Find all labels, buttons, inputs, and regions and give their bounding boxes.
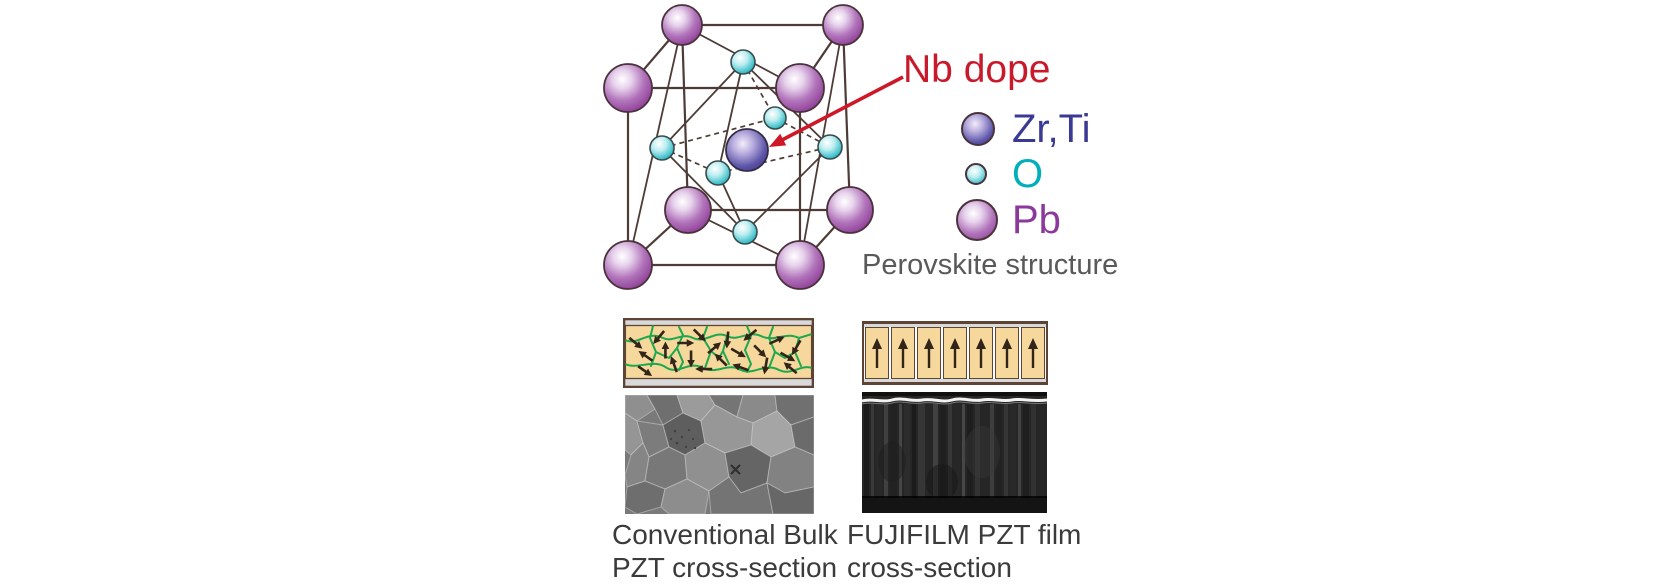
sem-crack — [730, 464, 741, 475]
columnar-grains — [864, 327, 1046, 379]
o-atom — [817, 134, 843, 160]
legend-zrti-label: Zr,Ti — [1012, 107, 1091, 151]
pb-atom — [826, 186, 874, 234]
bulk-caption-line1: Conventional Bulk — [612, 519, 838, 550]
legend-pb-label: Pb — [1012, 198, 1061, 242]
pb-atom — [661, 4, 703, 46]
top-electrode-strip — [864, 324, 1046, 327]
bulk-caption: Conventional Bulk PZT cross-section — [612, 518, 838, 584]
legend-o-label: O — [1012, 152, 1044, 196]
up-arrow-icon — [1028, 338, 1038, 368]
pb-atom — [603, 240, 653, 290]
o-atoms-front — [705, 160, 758, 245]
bottom-electrode-strip — [864, 379, 1046, 382]
nb-dope-arrow-icon — [769, 75, 904, 147]
pb-atom — [603, 63, 653, 113]
perovskite-structure-diagram — [603, 4, 904, 290]
up-arrow-icon — [1002, 338, 1012, 368]
bulk-pzt-schematic — [623, 318, 814, 388]
columnar-grain-cell — [917, 327, 941, 379]
bulk-sem-image — [625, 395, 814, 514]
pb-atom — [822, 4, 864, 46]
columnar-grain-cell — [891, 327, 915, 379]
columnar-grain-cell — [865, 327, 889, 379]
pb-atom — [664, 186, 712, 234]
o-atom — [763, 106, 787, 130]
o-atom — [649, 135, 675, 161]
pb-atom — [775, 240, 825, 290]
columnar-grain-cell — [995, 327, 1019, 379]
sem-texture-speckles — [669, 428, 697, 450]
perovskite-structure-caption: Perovskite structure — [862, 249, 1119, 281]
bright-interface-line — [862, 397, 1047, 403]
bulk-caption-line2: PZT cross-section — [612, 552, 838, 583]
up-arrow-icon — [872, 338, 882, 368]
columnar-grain-cell — [1021, 327, 1045, 379]
pb-atoms-front — [603, 63, 825, 290]
o-atom — [705, 160, 731, 186]
up-arrow-icon — [950, 338, 960, 368]
pb-atom — [775, 63, 825, 113]
zrti-atom-center — [725, 128, 769, 172]
film-caption-line2: cross-section — [847, 552, 1012, 583]
film-sem-image — [862, 392, 1047, 513]
up-arrow-icon — [898, 338, 908, 368]
legend-o-sphere-icon — [965, 163, 987, 185]
o-atom — [730, 49, 756, 75]
legend-zrti-sphere-icon — [961, 112, 995, 146]
up-arrow-icon — [976, 338, 986, 368]
columnar-grain-cell — [943, 327, 967, 379]
film-caption: FUJIFILM PZT film cross-section — [847, 518, 1081, 584]
columnar-grain-cell — [969, 327, 993, 379]
film-pzt-schematic — [862, 321, 1048, 385]
up-arrow-icon — [924, 338, 934, 368]
o-atoms — [649, 49, 843, 161]
nb-dope-label: Nb dope — [903, 48, 1051, 91]
pb-atoms-back — [661, 4, 874, 234]
film-caption-line1: FUJIFILM PZT film — [847, 519, 1082, 550]
legend-pb-sphere-icon — [956, 199, 998, 241]
o-atom — [732, 219, 758, 245]
polarization-arrows-random — [628, 328, 802, 377]
